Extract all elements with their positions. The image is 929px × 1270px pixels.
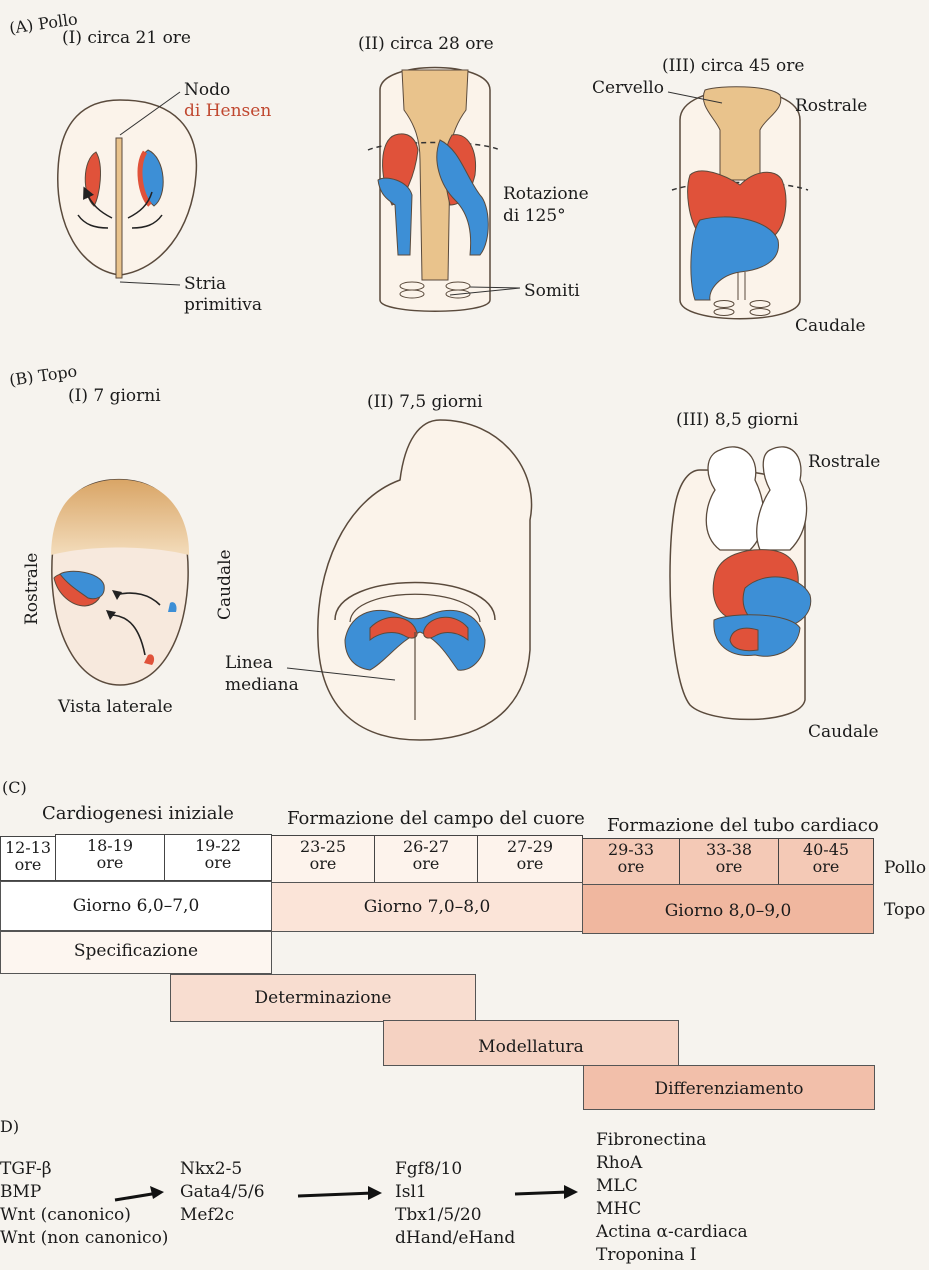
brain-label: Cervello (592, 78, 664, 98)
transcription-factor-column: Nkx2-5 Gata4/5/6 Mef2c (180, 1158, 265, 1227)
gene-item: Fibronectina (596, 1129, 748, 1152)
gene-item: Troponina I (596, 1244, 748, 1267)
chick-embryo-21h (58, 92, 197, 285)
mouse-row-label: Topo (884, 900, 925, 920)
hensen-node-label: Nodo di Hensen (184, 80, 271, 122)
somites-label: Somiti (524, 281, 580, 301)
mouse-embryo-8-5d (670, 447, 811, 720)
gene-item: BMP (0, 1181, 168, 1204)
differentiation-gene-column: Fibronectina RhoA MLC MHC Actina α-cardi… (596, 1129, 748, 1267)
stage-b2-title: (II) 7,5 giorni (367, 392, 483, 412)
gene-item: Gata4/5/6 (180, 1181, 265, 1204)
gene-item: RhoA (596, 1152, 748, 1175)
gene-item: Mef2c (180, 1204, 265, 1227)
gene-item: Wnt (non canonico) (0, 1227, 168, 1250)
gene-item: Tbx1/5/20 (395, 1204, 515, 1227)
midline-label: Linea mediana (225, 652, 299, 696)
chick-row-label: Pollo (884, 858, 926, 878)
caudal-label-b3: Caudale (808, 722, 879, 742)
gene-item: MLC (596, 1175, 748, 1198)
gene-item: TGF-β (0, 1158, 168, 1181)
phase-heart-tube: Formazione del tubo cardiaco (607, 815, 879, 836)
chick-embryo-45h (668, 87, 808, 319)
gene-item: Wnt (canonico) (0, 1204, 168, 1227)
gene-item: Fgf8/10 (395, 1158, 515, 1181)
gene-item: Isl1 (395, 1181, 515, 1204)
gene-item: MHC (596, 1198, 748, 1221)
mouse-embryo-7d (51, 480, 189, 685)
patterning-gene-column: Fgf8/10 Isl1 Tbx1/5/20 dHand/eHand (395, 1158, 515, 1250)
panel-d-label: D) (0, 1117, 19, 1136)
rostral-label-b1: Rostrale (22, 553, 42, 625)
gene-item: dHand/eHand (395, 1227, 515, 1250)
panel-c-label: (C) (2, 778, 27, 797)
stage-a2-title: (II) circa 28 ore (358, 34, 494, 54)
stage-patterning-bar: Modellatura (383, 1020, 679, 1066)
phase-early-cardiogenesis: Cardiogenesi iniziale (42, 803, 234, 824)
rostral-label-a3: Rostrale (795, 96, 867, 116)
phase-heart-field: Formazione del campo del cuore (287, 808, 585, 829)
stage-b3-title: (III) 8,5 giorni (676, 410, 798, 430)
stage-differentiation-bar: Differenziamento (583, 1065, 875, 1110)
mouse-day-cell: Giorno 6,0–7,0 (0, 881, 272, 931)
rotation-label: Rotazione di 125° (503, 183, 589, 227)
stage-determination-bar: Determinazione (170, 974, 476, 1022)
chick-embryo-28h (368, 68, 520, 312)
caudal-label-a3: Caudale (795, 316, 866, 336)
rostral-label-b3: Rostrale (808, 452, 880, 472)
gene-item: Actina α-cardiaca (596, 1221, 748, 1244)
primitive-streak-label: Stria primitiva (184, 274, 262, 316)
mouse-embryo-7-5d (287, 420, 532, 740)
signal-column: TGF-β BMP Wnt (canonico) Wnt (non canoni… (0, 1158, 168, 1250)
stage-specification-bar: Specificazione (0, 931, 272, 974)
stage-b1-title: (I) 7 giorni (68, 386, 161, 406)
mouse-day-cell: Giorno 7,0–8,0 (271, 882, 583, 932)
mouse-day-cell: Giorno 8,0–9,0 (582, 884, 874, 934)
lateral-view-label: Vista laterale (58, 697, 173, 717)
caudal-label-b1: Caudale (215, 474, 235, 545)
gene-item: Nkx2-5 (180, 1158, 265, 1181)
stage-a3-title: (III) circa 45 ore (662, 56, 804, 76)
stage-a1-title: (I) circa 21 ore (62, 28, 191, 48)
